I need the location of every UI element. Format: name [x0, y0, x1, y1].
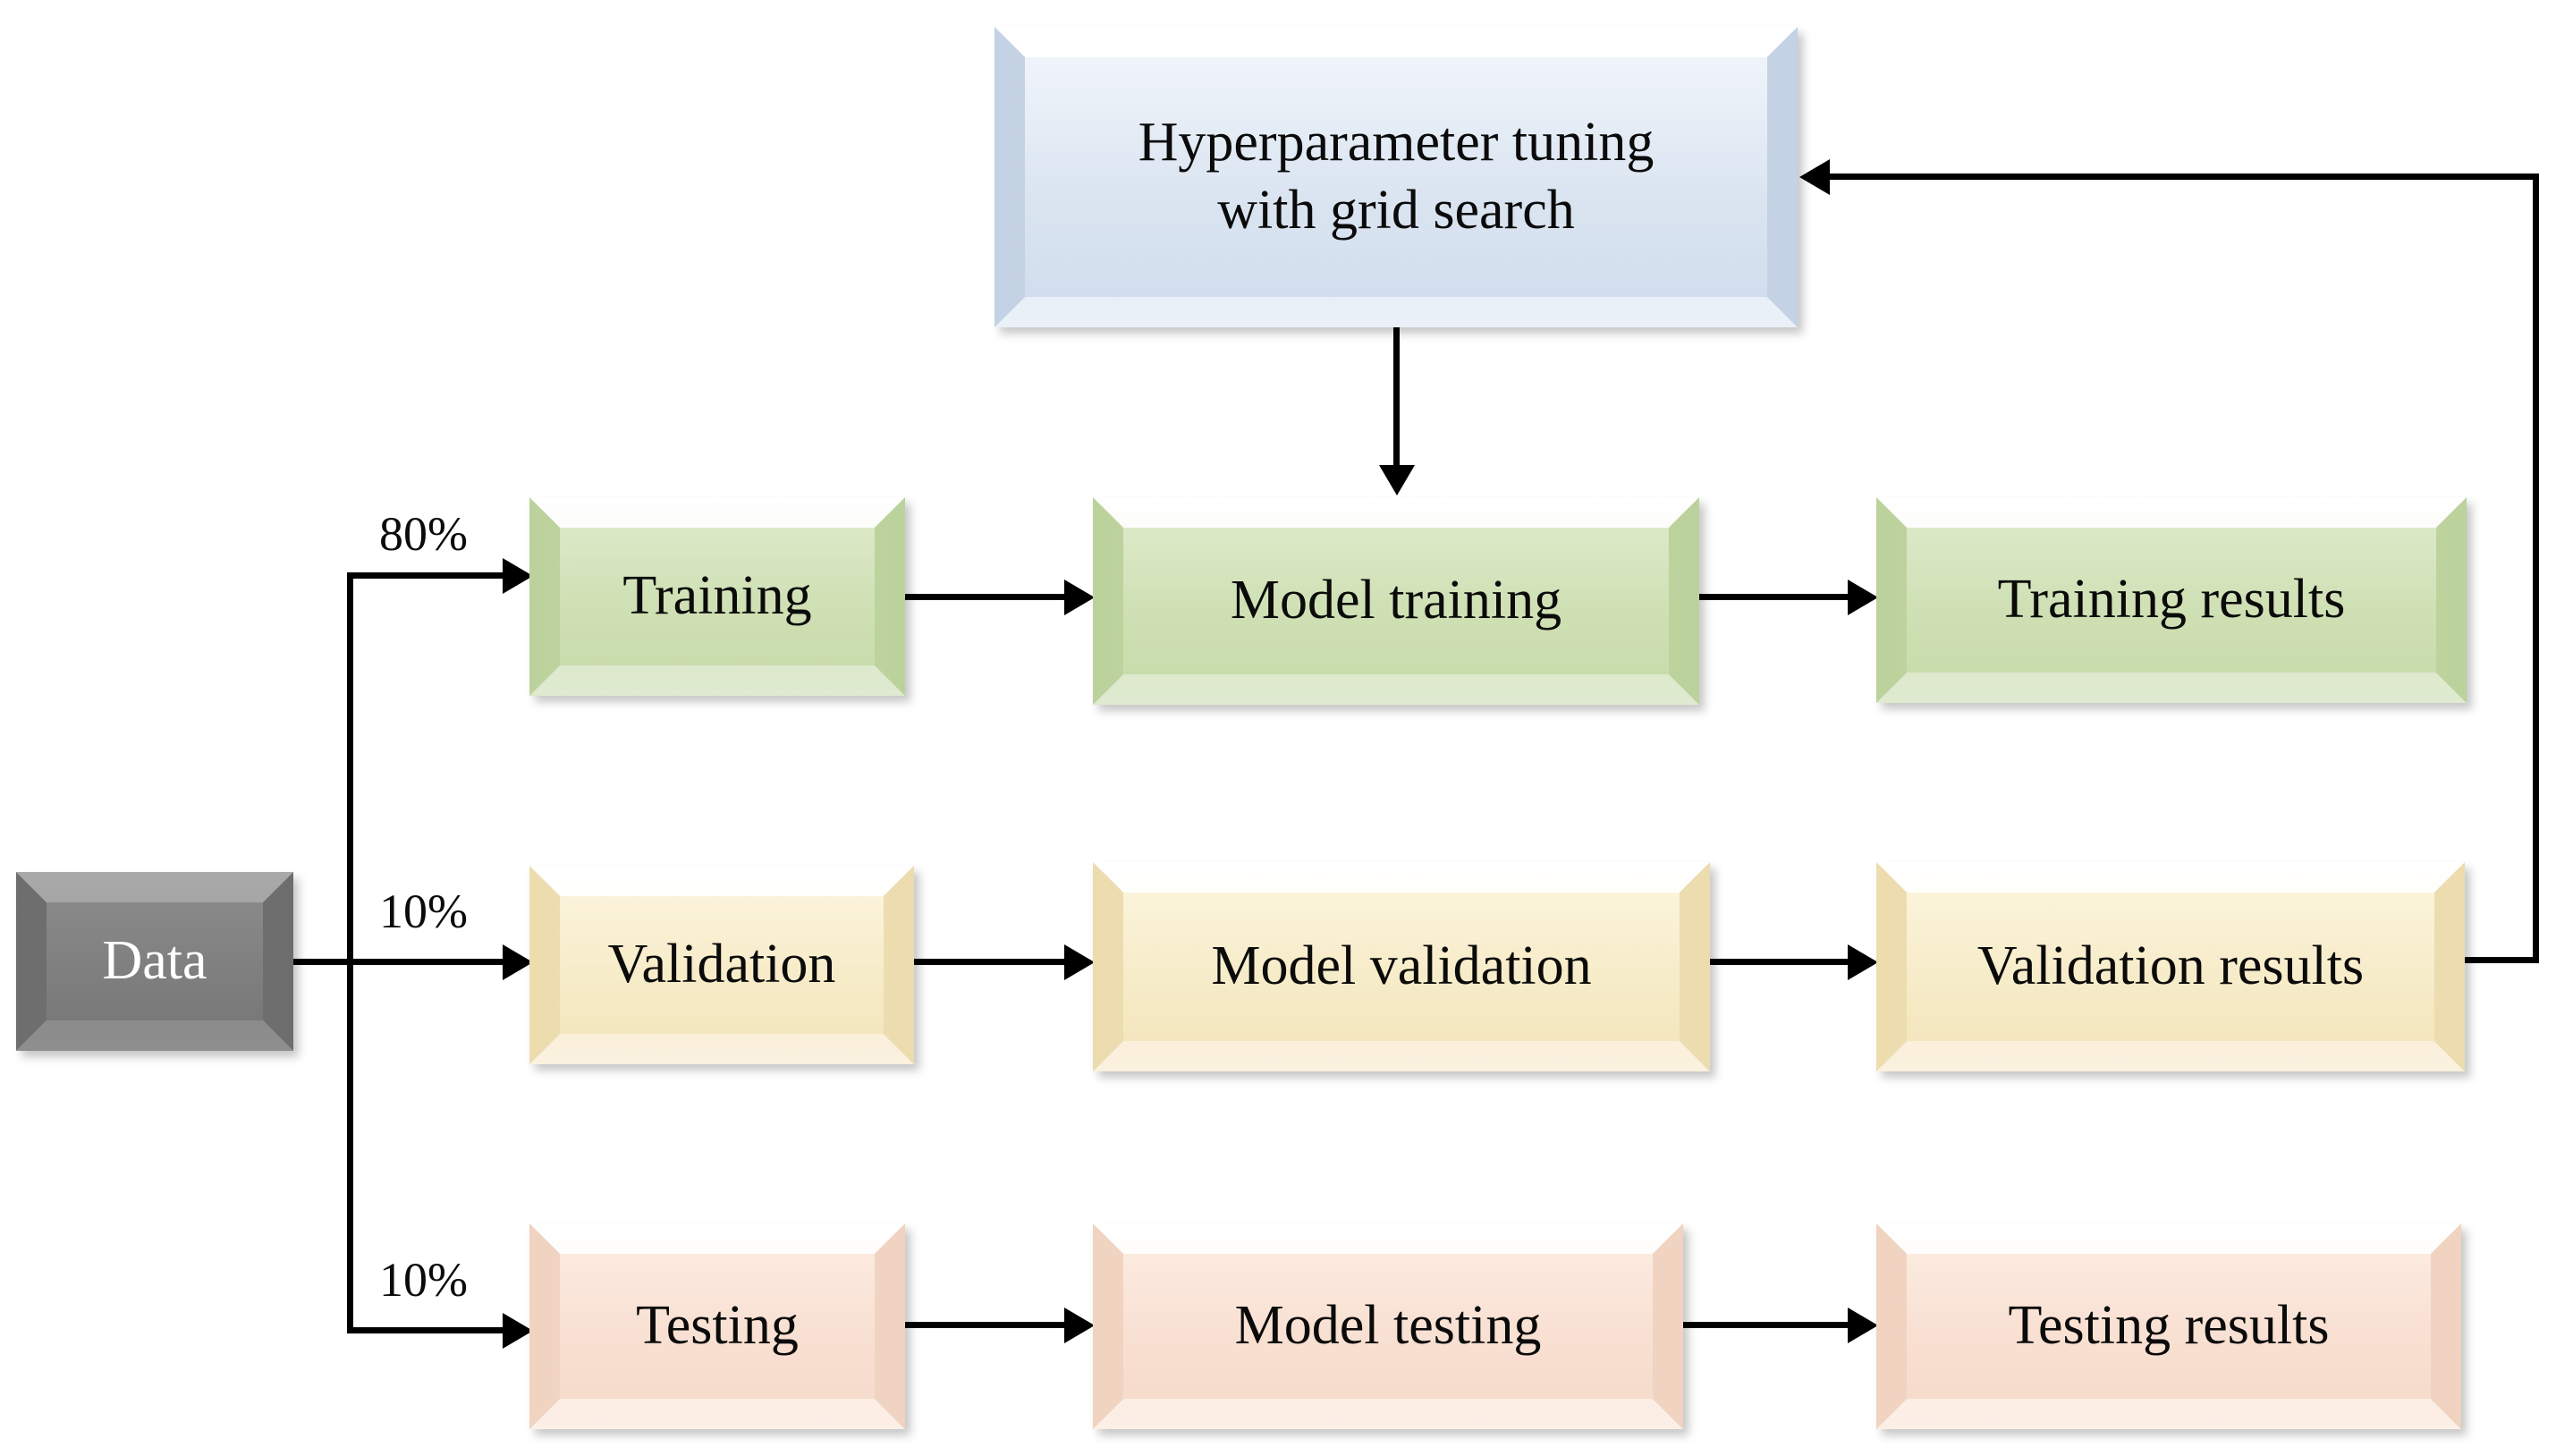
node-label-testing-results: Testing results	[2008, 1295, 2330, 1357]
split-bus-vertical	[347, 572, 353, 1331]
node-testing[interactable]: Testing	[529, 1223, 905, 1429]
node-validation[interactable]: Validation	[529, 866, 914, 1064]
bevel-training-results	[1876, 497, 2467, 703]
bevel-validation-results	[1876, 862, 2465, 1071]
node-testing-results[interactable]: Testing results	[1876, 1223, 2461, 1429]
edge-bus-to-testing	[347, 1327, 508, 1333]
node-model-testing[interactable]: Model testing	[1093, 1223, 1683, 1429]
arrowhead-to-training	[503, 558, 533, 594]
node-label-data: Data	[102, 930, 207, 992]
edge-bus-to-training	[347, 572, 508, 579]
node-model-validation[interactable]: Model validation	[1093, 862, 1710, 1071]
arrowhead-to-model-testing	[1064, 1308, 1095, 1343]
bevel-hyperparameter	[994, 27, 1798, 327]
arrowhead-to-validation-results	[1848, 944, 1878, 980]
feedback-segment-horizontal-top	[1824, 174, 2539, 180]
node-label-model-testing: Model testing	[1234, 1295, 1542, 1357]
edge-hyperparameter-to-model-training	[1393, 327, 1400, 470]
arrowhead-to-model-training	[1064, 580, 1095, 615]
arrowhead-to-hyperparameter	[1799, 159, 1830, 195]
edge-data-to-bus	[293, 959, 352, 965]
node-label-validation-results: Validation results	[1976, 935, 2365, 997]
edge-model-training-to-training-results	[1699, 594, 1853, 600]
arrowhead-to-training-results	[1848, 580, 1878, 615]
bevel-model-validation	[1093, 862, 1710, 1071]
node-training-results[interactable]: Training results	[1876, 497, 2467, 703]
arrowhead-to-testing-results	[1848, 1308, 1878, 1343]
node-hyperparameter-tuning[interactable]: Hyperparameter tuning with grid search	[994, 27, 1798, 327]
bevel-validation	[529, 866, 914, 1064]
edge-testing-to-model-testing	[905, 1322, 1066, 1328]
split-label-testing: 10%	[379, 1253, 468, 1307]
bevel-model-testing	[1093, 1223, 1683, 1429]
node-training[interactable]: Training	[529, 497, 905, 696]
feedback-segment-vertical-right	[2533, 174, 2539, 963]
node-label-validation: Validation	[607, 934, 836, 995]
edge-training-to-model-training	[905, 594, 1066, 600]
node-validation-results[interactable]: Validation results	[1876, 862, 2465, 1071]
bevel-training	[529, 497, 905, 696]
split-label-training: 80%	[379, 507, 468, 561]
bevel-testing	[529, 1223, 905, 1429]
node-label-training: Training	[622, 565, 812, 627]
bevel-model-training	[1093, 497, 1699, 705]
edge-model-validation-to-validation-results	[1710, 959, 1853, 965]
split-label-validation: 10%	[379, 885, 468, 938]
node-label-testing: Testing	[636, 1295, 799, 1357]
edge-bus-to-validation	[347, 959, 508, 965]
arrowhead-to-model-training-top	[1379, 465, 1415, 495]
bevel-data	[16, 872, 293, 1051]
node-label-model-validation: Model validation	[1211, 935, 1592, 997]
feedback-segment-horizontal-bottom	[2465, 957, 2539, 963]
node-model-training[interactable]: Model training	[1093, 497, 1699, 705]
node-label-model-training: Model training	[1230, 570, 1562, 631]
arrowhead-to-model-validation	[1064, 944, 1095, 980]
edge-model-testing-to-testing-results	[1683, 1322, 1853, 1328]
edge-validation-to-model-validation	[914, 959, 1066, 965]
bevel-testing-results	[1876, 1223, 2461, 1429]
node-label-hyperparameter-tuning: Hyperparameter tuning with grid search	[1138, 112, 1655, 241]
arrowhead-to-validation	[503, 944, 533, 980]
node-label-training-results: Training results	[1997, 569, 2346, 631]
arrowhead-to-testing	[503, 1313, 533, 1349]
node-data[interactable]: Data	[16, 872, 293, 1051]
